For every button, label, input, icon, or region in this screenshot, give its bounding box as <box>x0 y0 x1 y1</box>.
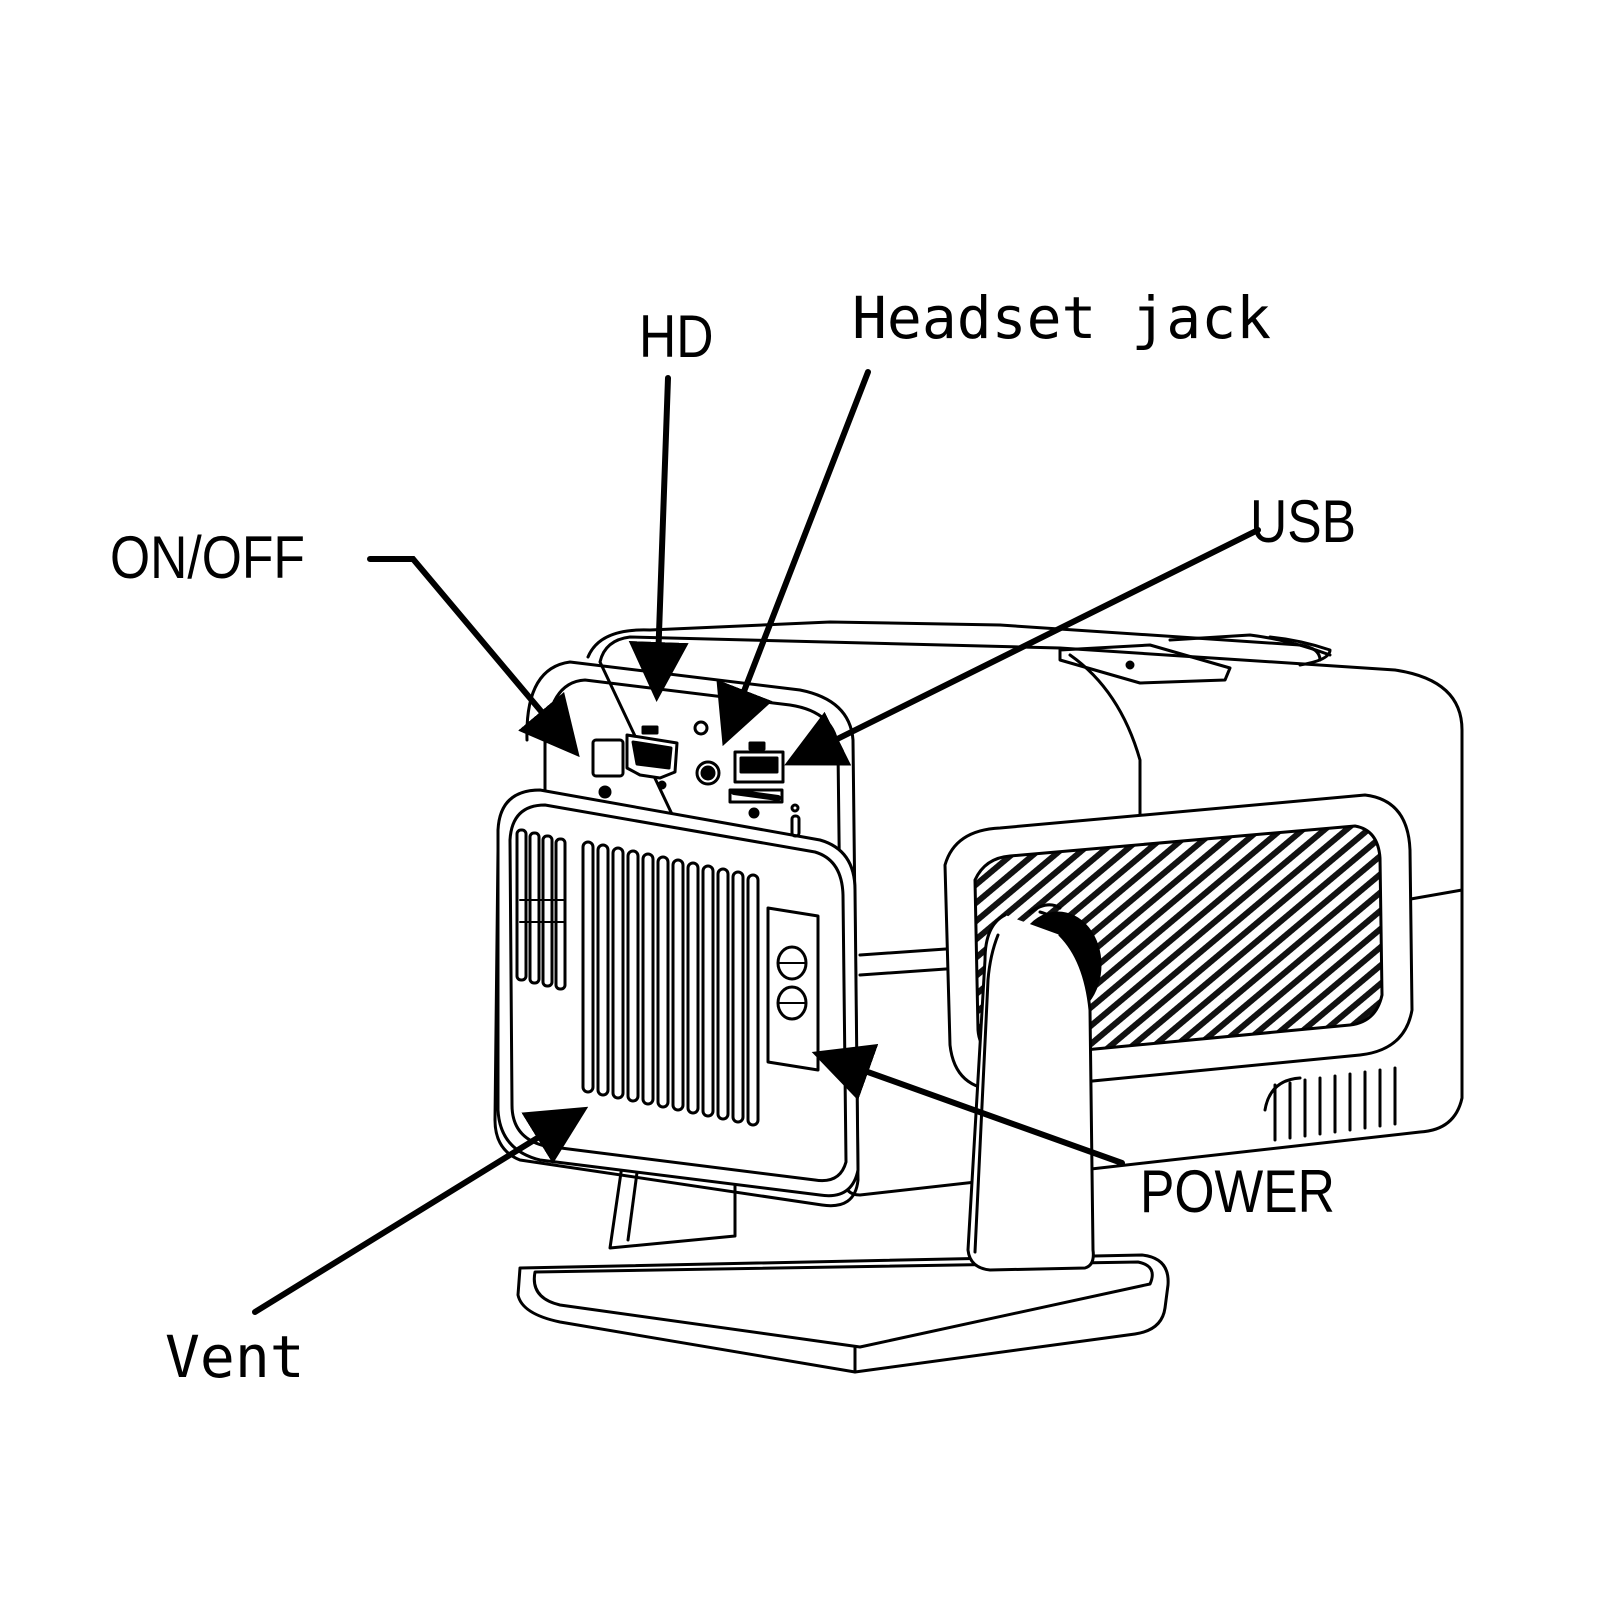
ports <box>591 720 801 838</box>
usb-leader <box>784 527 1261 766</box>
base-plate <box>516 1253 1170 1374</box>
rear-vent-slats-large <box>581 840 760 1127</box>
hd-leader <box>628 375 689 702</box>
power-inlet <box>766 906 820 1072</box>
headset-leader <box>716 369 871 747</box>
usb-label: USB <box>1250 488 1357 555</box>
rear-vent-slats-small <box>515 828 567 991</box>
side-vent <box>1263 1066 1397 1142</box>
on-off-leader <box>367 556 580 758</box>
on-off-label: ON/OFF <box>110 524 305 591</box>
power-label: POWER <box>1140 1158 1335 1225</box>
headset-jack-label: Headset jack <box>852 284 1272 352</box>
power-leader <box>811 1043 1125 1166</box>
leader-lines <box>252 369 1261 1315</box>
hd-label: HD <box>639 303 714 370</box>
stand-arm <box>966 910 1095 1272</box>
vent-label: Vent <box>165 1323 305 1391</box>
vent-leader <box>252 1106 589 1315</box>
